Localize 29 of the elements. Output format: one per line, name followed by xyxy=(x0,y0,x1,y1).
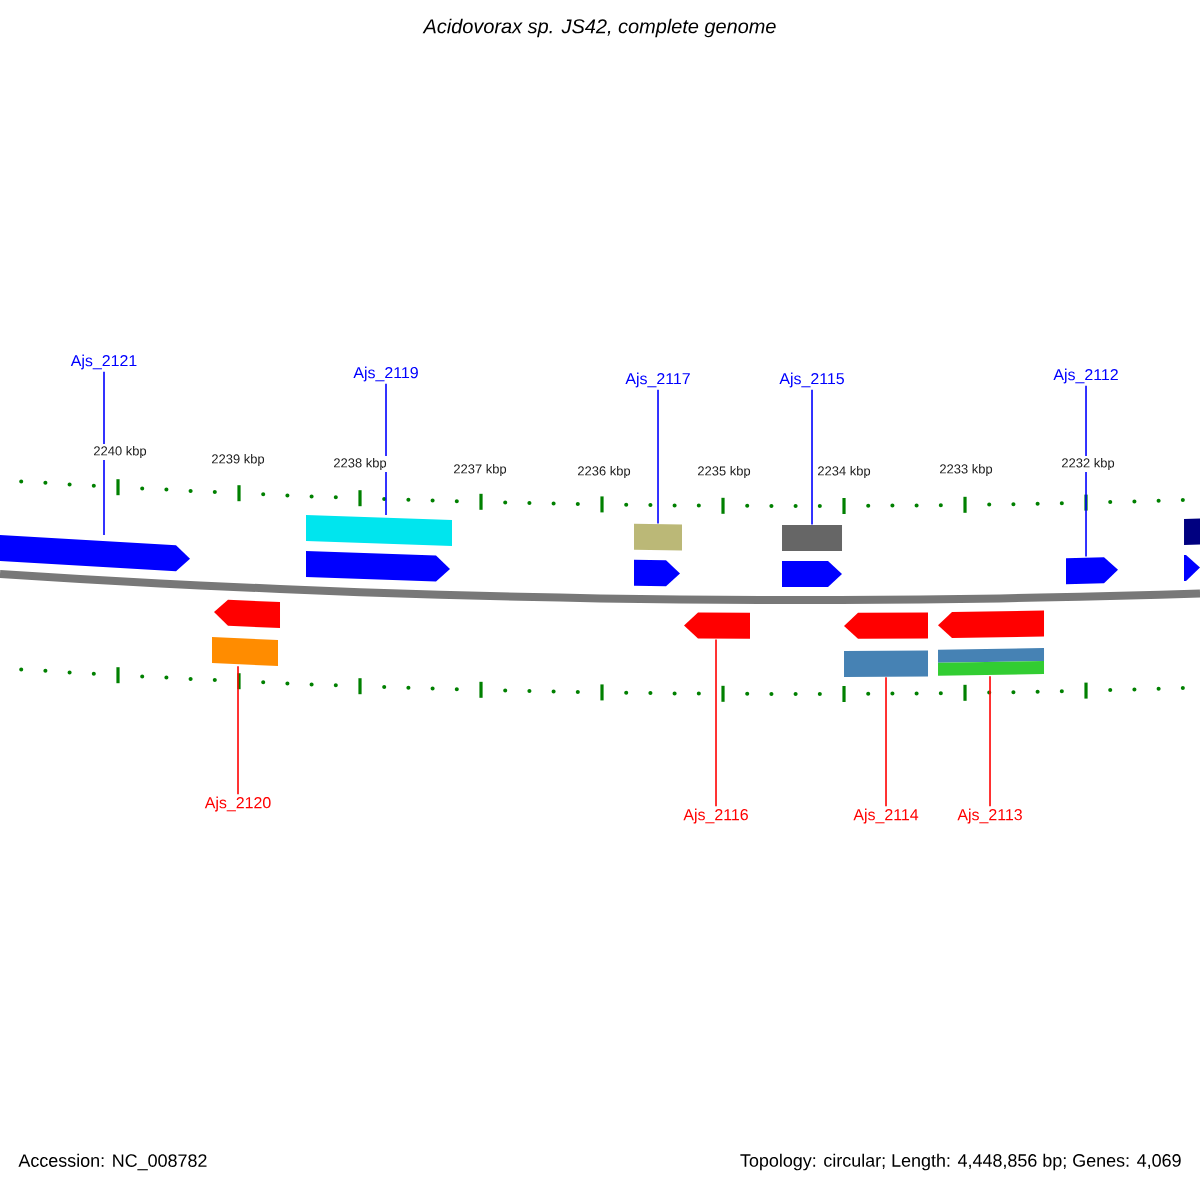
title: Acidovorax sp. JS42, complete genome xyxy=(422,18,776,38)
gene-block xyxy=(634,559,680,587)
leader-line xyxy=(885,676,887,807)
leader-line xyxy=(989,675,991,807)
gene-block xyxy=(782,561,842,587)
feature-bar xyxy=(844,650,928,677)
leader-line xyxy=(103,371,105,536)
feature-bar xyxy=(1184,518,1200,545)
feature-bar xyxy=(634,523,682,551)
footer-text: Accession: NC_008782 xyxy=(18,1153,207,1171)
feature-bar xyxy=(306,515,452,546)
leader-line xyxy=(385,383,387,516)
gene-block xyxy=(214,599,280,628)
leader-line xyxy=(811,389,813,526)
gene-block xyxy=(0,535,190,572)
gene-block xyxy=(938,610,1044,638)
leader-line xyxy=(1085,385,1087,558)
feature-bar xyxy=(782,525,842,551)
gene-block xyxy=(1066,557,1118,585)
leader-line xyxy=(715,638,717,807)
gene-block xyxy=(1184,555,1200,581)
gene-block xyxy=(684,612,750,639)
feature-bar xyxy=(212,637,278,666)
gene-block xyxy=(844,612,928,639)
gene-block xyxy=(306,551,450,582)
feature-bar xyxy=(938,648,1044,663)
leader-line xyxy=(657,389,659,525)
leader-line xyxy=(237,665,239,795)
footer-text: Topology: circular; Length: 4,448,856 bp; Genes: 4,069 xyxy=(740,1153,1181,1171)
